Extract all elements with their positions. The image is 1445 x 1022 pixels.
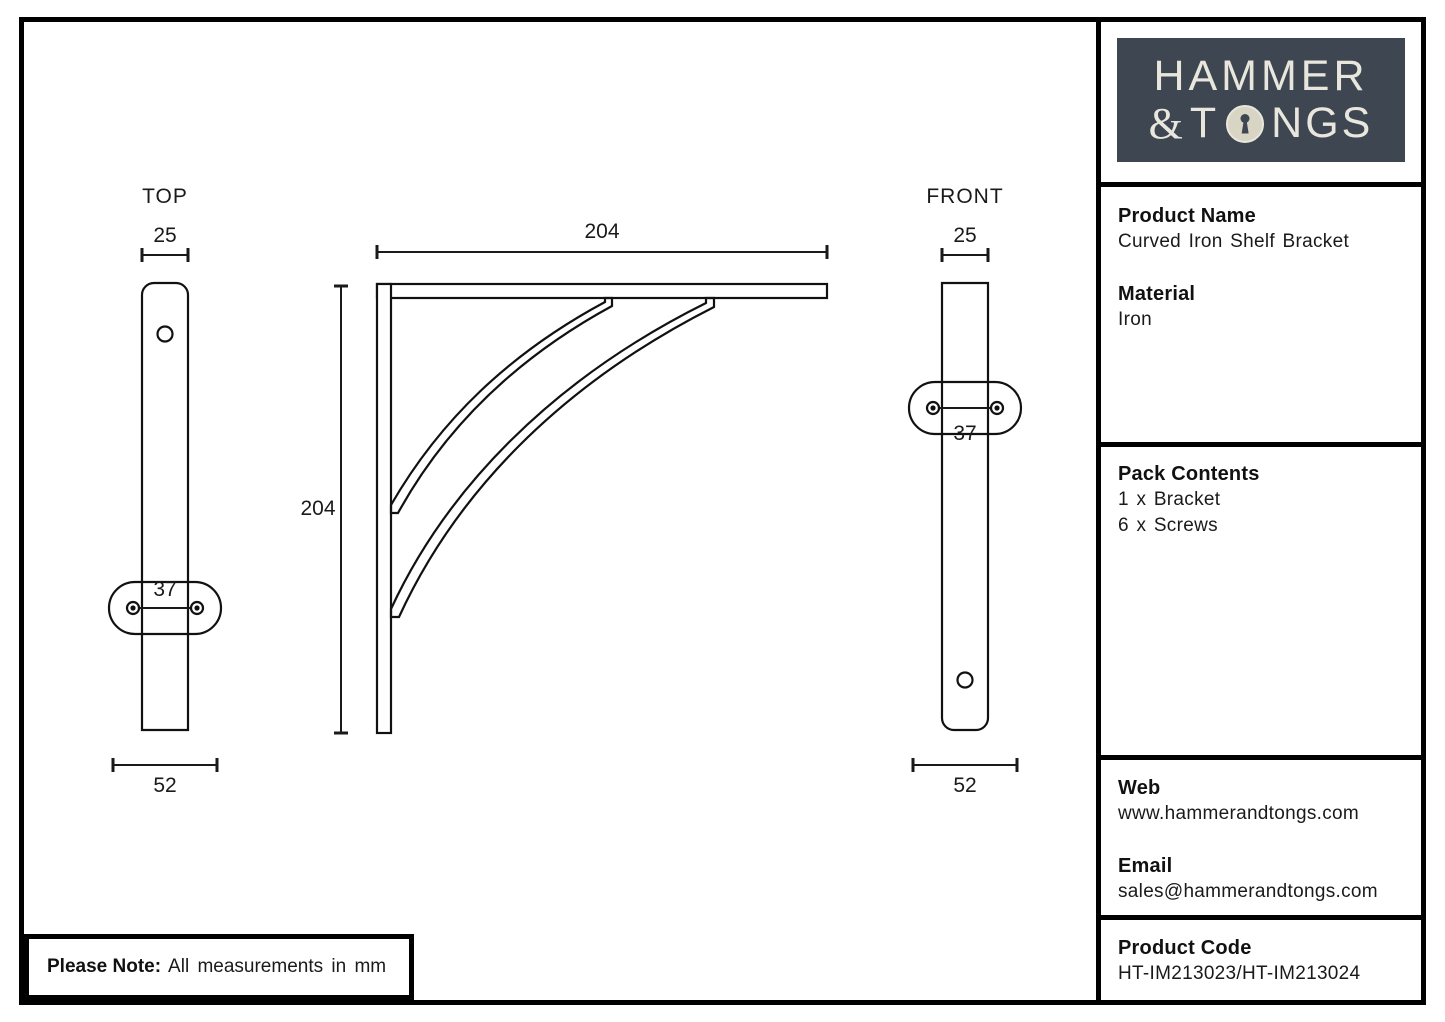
product-code-label: Product Code bbox=[1118, 937, 1252, 959]
logo-wordmark-hammer: HAMMER bbox=[1153, 51, 1369, 100]
note-text: All measurements in mm bbox=[168, 956, 387, 977]
sidebar-divider bbox=[1096, 17, 1101, 1005]
material-label: Material bbox=[1118, 282, 1196, 305]
email-value[interactable]: sales@hammerandtongs.com bbox=[1118, 880, 1378, 902]
material-value: Iron bbox=[1118, 308, 1152, 330]
measurement-note: Please Note: All measurements in mm bbox=[24, 934, 414, 1000]
contact-panel: Web www.hammerandtongs.com Email sales@h… bbox=[1118, 775, 1418, 904]
product-code-panel: Product Code HT-IM213023/HT-IM213024 bbox=[1118, 935, 1418, 987]
panel-divider-material bbox=[1096, 442, 1426, 447]
product-info-panel: Product Name Curved Iron Shelf Bracket M… bbox=[1118, 203, 1418, 332]
panel-divider-logo bbox=[1096, 182, 1426, 187]
pack-contents-item: 6 x Screws bbox=[1118, 514, 1218, 536]
pack-contents-item: 1 x Bracket bbox=[1118, 489, 1221, 510]
product-code-value: HT-IM213023/HT-IM213024 bbox=[1118, 963, 1361, 984]
product-name-label: Product Name bbox=[1118, 205, 1256, 227]
pack-contents-panel: Pack Contents 1 x Bracket 6 x Screws bbox=[1118, 461, 1418, 538]
pack-contents-label: Pack Contents bbox=[1118, 463, 1260, 485]
note-bold-label: Please Note: bbox=[47, 956, 162, 977]
logo-letters-ngs: NGS bbox=[1271, 99, 1374, 147]
web-label: Web bbox=[1118, 777, 1161, 799]
web-value[interactable]: www.hammerandtongs.com bbox=[1118, 803, 1360, 824]
panel-divider-contact bbox=[1096, 915, 1426, 920]
product-name-value: Curved Iron Shelf Bracket bbox=[1118, 231, 1350, 252]
brand-logo: HAMMER & T NGS bbox=[1117, 38, 1405, 162]
sheet-outer-frame bbox=[19, 17, 1426, 1005]
logo-letter-t: T bbox=[1189, 99, 1220, 147]
panel-divider-pack bbox=[1096, 755, 1426, 760]
email-label: Email bbox=[1118, 854, 1173, 877]
logo-wordmark-tongs: & T NGS bbox=[1148, 98, 1374, 148]
keyhole-icon bbox=[1226, 104, 1265, 143]
ampersand-icon: & bbox=[1148, 98, 1183, 148]
